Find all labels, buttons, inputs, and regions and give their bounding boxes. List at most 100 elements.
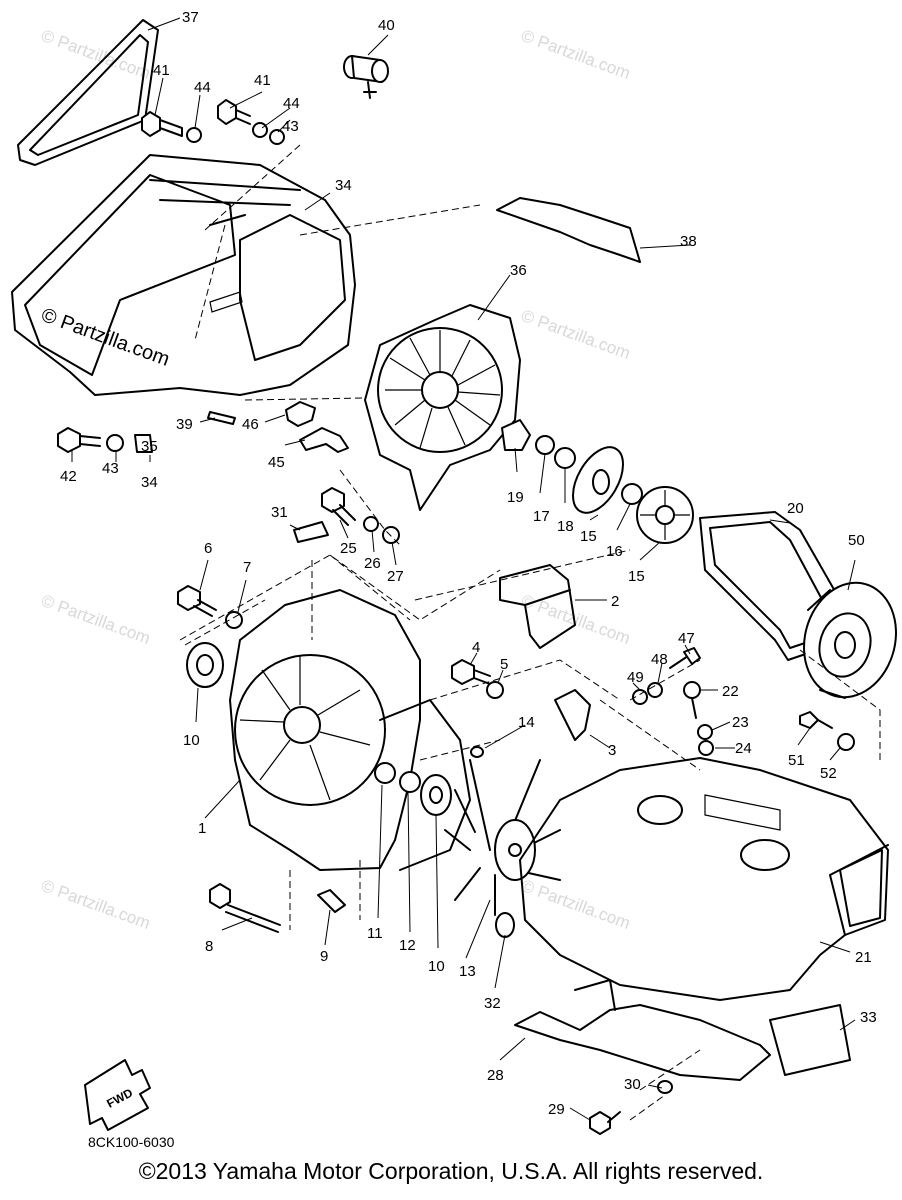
- part-2-bracket[interactable]: [499, 564, 576, 649]
- part-26-washer[interactable]: [363, 516, 379, 532]
- watermark: © Partzilla.com: [519, 306, 633, 363]
- part-33-pad[interactable]: [769, 1004, 851, 1076]
- callout-47: 47: [678, 630, 695, 647]
- callout-43: 43: [102, 460, 119, 477]
- callout-9: 9: [320, 948, 328, 965]
- callout-2: 2: [611, 593, 619, 610]
- callout-50: 50: [848, 532, 865, 549]
- callout-52: 52: [820, 765, 837, 782]
- part-52-washer[interactable]: [837, 733, 855, 751]
- callout-21: 21: [855, 949, 872, 966]
- part-50-pulley[interactable]: [792, 572, 902, 707]
- watermark-layer: © Partzilla.com © Partzilla.com © Partzi…: [38, 26, 632, 933]
- callout-45: 45: [268, 454, 285, 471]
- part-15-pulley-half[interactable]: [636, 486, 694, 544]
- callout-27: 27: [387, 568, 404, 585]
- callout-19: 19: [507, 489, 524, 506]
- callout-16: 16: [606, 543, 623, 560]
- watermark: © Partzilla.com: [39, 876, 153, 933]
- part-6-bolt[interactable]: [177, 585, 217, 617]
- part-23-nut[interactable]: [697, 724, 713, 740]
- part-9-dowel[interactable]: [317, 889, 346, 913]
- drawing-code: 8CK100-6030: [88, 1134, 175, 1150]
- part-31-label[interactable]: [293, 521, 329, 543]
- callout-8: 8: [205, 938, 213, 955]
- part-17-washer[interactable]: [535, 435, 555, 455]
- callout-3: 3: [608, 742, 616, 759]
- callout-18: 18: [557, 518, 574, 535]
- callout-25: 25: [340, 540, 357, 557]
- part-8-bolt[interactable]: [209, 883, 281, 933]
- part-41-bolt[interactable]: [217, 99, 251, 125]
- callout-33: 33: [860, 1009, 877, 1026]
- part-42-bolt[interactable]: [57, 427, 101, 453]
- part-36-fan-shroud[interactable]: [364, 304, 521, 511]
- part-18-washer[interactable]: [554, 447, 576, 469]
- part-34-duct-slot: [209, 291, 243, 313]
- part-25-bolt[interactable]: [321, 487, 356, 526]
- callout-38: 38: [680, 233, 697, 250]
- callout-42: 42: [60, 468, 77, 485]
- part-1-housing[interactable]: [229, 589, 471, 871]
- part-51-bolt[interactable]: [799, 711, 833, 729]
- part-15-pulley-half[interactable]: [563, 439, 634, 521]
- callout-28: 28: [487, 1067, 504, 1084]
- callout-30: 30: [624, 1076, 641, 1093]
- callout-4: 4: [472, 639, 480, 656]
- callout-51: 51: [788, 752, 805, 769]
- callout-17: 17: [533, 508, 550, 525]
- part-29-bolt[interactable]: [589, 1111, 621, 1135]
- part-38-cover[interactable]: [496, 197, 641, 263]
- callout-5: 5: [500, 656, 508, 673]
- part-43-washer[interactable]: [269, 129, 285, 145]
- part-44-washer[interactable]: [252, 122, 268, 138]
- fwd-label: FWD: [104, 1085, 135, 1110]
- part-5-washer[interactable]: [486, 681, 504, 699]
- part-10-bearing[interactable]: [186, 642, 224, 688]
- callout-49: 49: [627, 669, 644, 686]
- callout-37: 37: [182, 9, 199, 26]
- part-24-washer[interactable]: [698, 740, 714, 756]
- part-19-bushing[interactable]: [501, 419, 531, 451]
- callout-31: 31: [271, 504, 288, 521]
- part-27-washer[interactable]: [382, 526, 400, 544]
- part-32-grommet[interactable]: [495, 912, 515, 938]
- part-3-clamp[interactable]: [554, 689, 591, 741]
- part-43-washer[interactable]: [106, 434, 124, 452]
- part-16-washer[interactable]: [621, 483, 643, 505]
- part-35-collar[interactable]: [134, 434, 153, 453]
- part-47-bolt[interactable]: [669, 647, 701, 669]
- part-34-air-duct[interactable]: [11, 154, 356, 396]
- callout-10: 10: [428, 958, 445, 975]
- callout-7: 7: [243, 559, 251, 576]
- callout-43: 43: [282, 118, 299, 135]
- callout-20: 20: [787, 500, 804, 517]
- part-41-bolt[interactable]: [141, 111, 183, 137]
- part-11-circlip[interactable]: [374, 762, 396, 784]
- part-21-engine-cover[interactable]: [519, 757, 889, 1001]
- part-14-plug[interactable]: [470, 746, 484, 758]
- part-48-washer[interactable]: [647, 682, 663, 698]
- watermark: © Partzilla.com: [519, 26, 633, 83]
- part-28-heat-shield[interactable]: [514, 979, 771, 1081]
- callout-11: 11: [367, 925, 383, 942]
- part-12-washer[interactable]: [399, 771, 421, 793]
- callout-1: 1: [198, 820, 206, 837]
- callout-13: 13: [459, 963, 476, 980]
- part-13-impeller[interactable]: [444, 759, 561, 916]
- part-46-grommet[interactable]: [285, 401, 316, 427]
- part-10-bearing[interactable]: [420, 774, 452, 816]
- assembly-lines: [179, 144, 881, 1121]
- part-40-hose-fitting[interactable]: [343, 55, 389, 99]
- callout-39: 39: [176, 416, 193, 433]
- part-44-washer[interactable]: [186, 127, 202, 143]
- part-22-bolt[interactable]: [683, 681, 701, 719]
- part-39-clip[interactable]: [207, 411, 236, 425]
- part-7-washer[interactable]: [225, 611, 243, 629]
- callout-15: 15: [580, 528, 597, 545]
- copyright-footer: ©2013 Yamaha Motor Corporation, U.S.A. A…: [138, 1158, 764, 1184]
- part-45-bracket[interactable]: [299, 427, 349, 453]
- part-4-bolt[interactable]: [451, 659, 491, 685]
- part-30-washer[interactable]: [657, 1080, 673, 1094]
